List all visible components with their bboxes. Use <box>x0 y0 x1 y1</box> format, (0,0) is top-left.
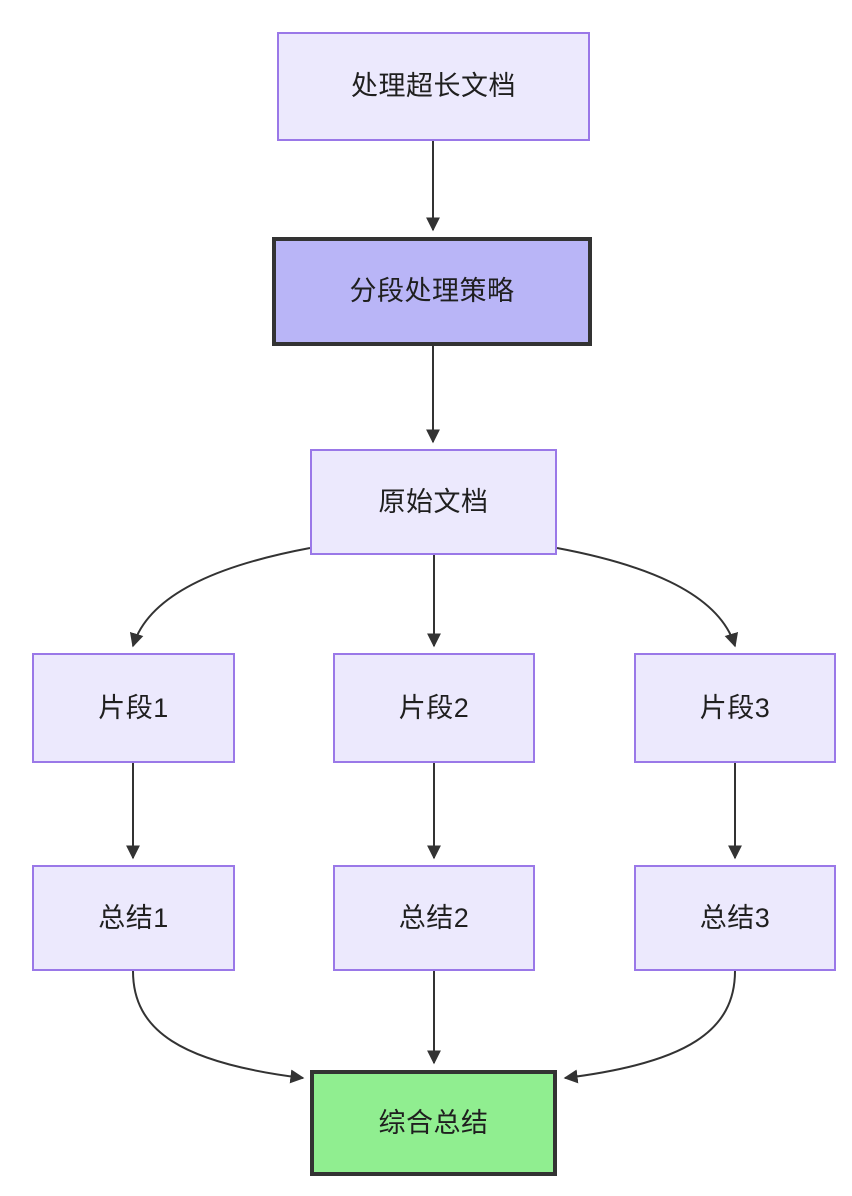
edge-n9-n10 <box>563 970 736 1084</box>
node-label: 总结2 <box>398 902 470 933</box>
node-summary-2[interactable]: 总结2 <box>333 865 535 971</box>
node-summary-1[interactable]: 总结1 <box>32 865 235 971</box>
node-label: 综合总结 <box>378 1107 489 1138</box>
node-label: 处理超长文档 <box>351 71 516 102</box>
node-final-summary[interactable]: 综合总结 <box>310 1070 557 1176</box>
edge-n3-n4 <box>129 547 311 648</box>
node-process-long-document[interactable]: 处理超长文档 <box>277 32 590 141</box>
node-label: 片段2 <box>398 692 470 723</box>
node-label: 总结1 <box>98 902 169 933</box>
node-chunking-strategy[interactable]: 分段处理策略 <box>272 237 592 346</box>
edge-n3-n6 <box>556 547 739 648</box>
node-label: 总结3 <box>699 902 771 933</box>
node-label: 原始文档 <box>378 486 489 517</box>
node-label: 分段处理策略 <box>349 276 515 307</box>
node-fragment-2[interactable]: 片段2 <box>333 653 535 763</box>
edge-n7-n10 <box>132 970 305 1084</box>
node-summary-3[interactable]: 总结3 <box>634 865 836 971</box>
node-label: 片段3 <box>699 692 771 723</box>
node-original-document[interactable]: 原始文档 <box>310 449 557 555</box>
node-fragment-1[interactable]: 片段1 <box>32 653 235 763</box>
node-fragment-3[interactable]: 片段3 <box>634 653 836 763</box>
node-label: 片段1 <box>98 692 169 723</box>
